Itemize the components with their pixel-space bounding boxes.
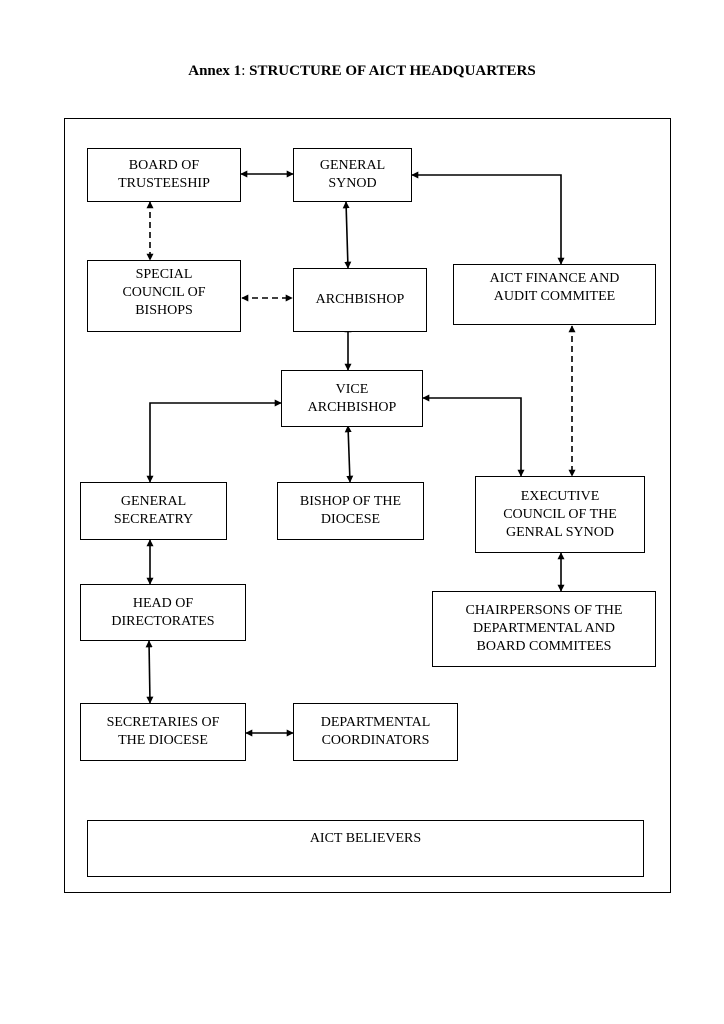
node-secretaries-of-the-diocese: SECRETARIES OF THE DIOCESE — [80, 703, 246, 761]
node-general-secreatry: GENERAL SECREATRY — [80, 482, 227, 540]
node-label: ARCHBISHOP — [315, 292, 405, 307]
edge-head-secretaries — [145, 640, 154, 704]
node-general-synod: GENERAL SYNOD — [293, 148, 412, 202]
node-label: GENERAL SECREATRY — [113, 494, 194, 527]
node-label: GENERAL SYNOD — [319, 158, 386, 191]
node-vice-archbishop: VICE ARCHBISHOP — [281, 370, 423, 427]
node-label: SPECIAL COUNCIL OF BISHOPS — [122, 267, 206, 318]
edge-vice-archbishop-bishop — [344, 425, 354, 483]
annex-label: Annex 1 — [188, 63, 242, 79]
edge-general-synod-archbishop — [342, 201, 352, 269]
node-bishop-of-the-diocese: BISHOP OF THE DIOCESE — [277, 482, 424, 540]
node-board-of-trusteeship: BOARD OF TRUSTEESHIP — [87, 148, 241, 202]
node-label: HEAD OF DIRECTORATES — [111, 595, 215, 629]
edge-vice-archbishop-general-secretary — [146, 399, 282, 483]
node-label: DEPARTMENTAL COORDINATORS — [320, 715, 431, 748]
edge-general-synod-finance — [411, 171, 565, 265]
edge-vice-archbishop-executive-council — [422, 394, 525, 477]
node-label: SECRETARIES OF THE DIOCESE — [106, 715, 220, 748]
page-title: Annex 1: STRUCTURE OF AICT HEADQUARTERS — [0, 63, 724, 80]
node-label: CHAIRPERSONS OF THE DEPARTMENTAL AND BOA… — [465, 603, 623, 654]
node-label: VICE ARCHBISHOP — [307, 381, 397, 415]
node-label: BOARD OF TRUSTEESHIP — [118, 158, 210, 191]
node-head-of-directorates: HEAD OF DIRECTORATES — [80, 584, 246, 641]
node-executive-council-of-the-genral-synod: EXECUTIVE COUNCIL OF THE GENRAL SYNOD — [475, 476, 645, 553]
node-chairpersons-of-the-departmental-and-board-commitees: CHAIRPERSONS OF THE DEPARTMENTAL AND BOA… — [432, 591, 656, 667]
node-special-council-of-bishops: SPECIAL COUNCIL OF BISHOPS — [87, 260, 241, 332]
node-label: AICT BELIEVERS — [309, 831, 422, 846]
title-text: STRUCTURE OF AICT HEADQUARTERS — [249, 63, 536, 79]
diagram-frame — [64, 118, 671, 893]
node-departmental-coordinators: DEPARTMENTAL COORDINATORS — [293, 703, 458, 761]
node-label: AICT FINANCE AND AUDIT COMMITEE — [489, 271, 620, 304]
node-label: BISHOP OF THE DIOCESE — [299, 494, 402, 527]
node-aict-finance-and-audit-commitee: AICT FINANCE AND AUDIT COMMITEE — [453, 264, 656, 325]
node-aict-believers: AICT BELIEVERS — [87, 820, 644, 877]
title-separator: : — [241, 63, 246, 79]
node-archbishop: ARCHBISHOP — [293, 268, 427, 332]
node-label: EXECUTIVE COUNCIL OF THE GENRAL SYNOD — [503, 488, 617, 540]
